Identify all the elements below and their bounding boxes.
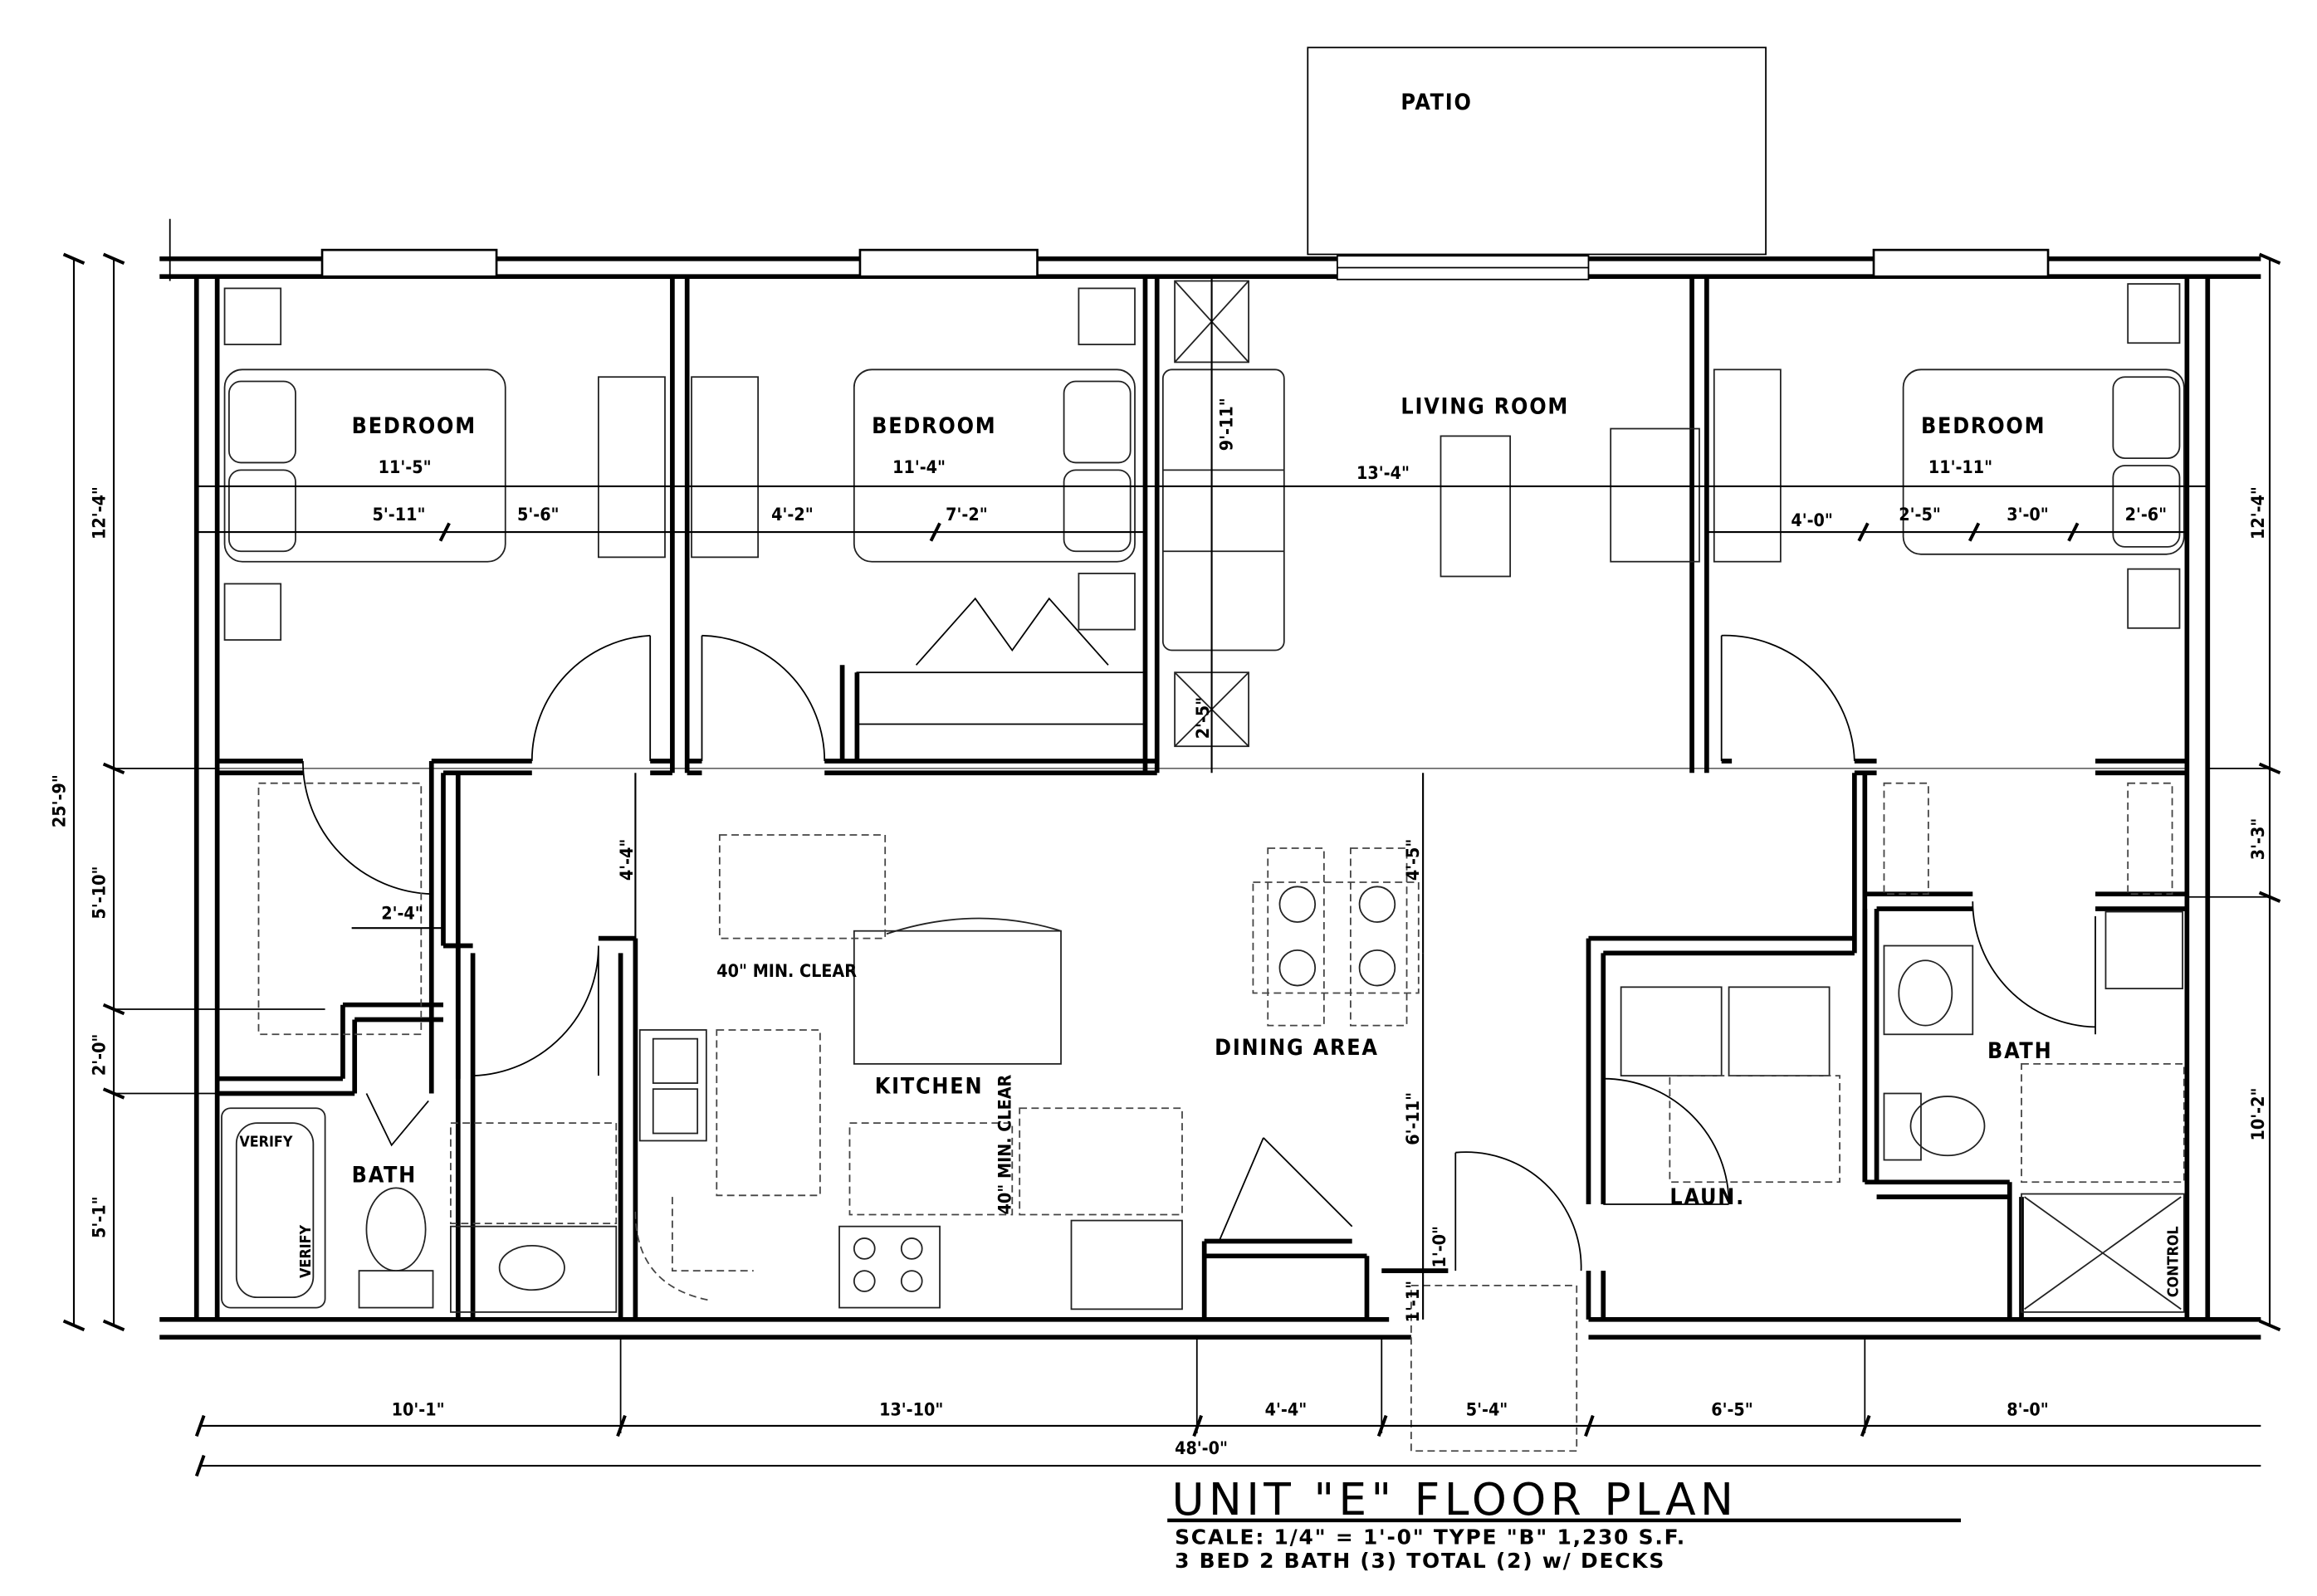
dim-right-1: 12'-4" (2248, 486, 2269, 539)
dim-living-width: 13'-4" (1356, 463, 1410, 484)
dim-entry-a: 1'-0" (1430, 1226, 1450, 1268)
verify-note-1: VERIFY (239, 1134, 293, 1151)
dim-right-2: 3'-3" (2248, 818, 2269, 861)
dim-bedroom-2-a: 4'-2" (771, 505, 814, 525)
dim-dining: 4'-5" (1403, 839, 1424, 881)
dim-bedroom-3-width: 11'-11" (1928, 457, 1992, 478)
plan-subtitle-1: SCALE: 1/4" = 1'-0" TYPE "B" 1,230 S.F. (1175, 1525, 1686, 1549)
dim-overall-width: 48'-0" (1175, 1438, 1228, 1459)
kitchen-label: KITCHEN (875, 1073, 984, 1099)
windows (320, 248, 2050, 281)
patio (1307, 46, 1767, 256)
dim-bottom-6: 8'-0" (2007, 1400, 2049, 1421)
interior-dimension-lines (196, 276, 2208, 1320)
bath-2-label: BATH (1987, 1038, 2052, 1064)
dim-bottom-4: 5'-4" (1466, 1400, 1508, 1421)
dim-bottom-2: 13'-10" (879, 1400, 943, 1421)
dim-left-2: 5'-10" (89, 866, 110, 920)
bottom-dimension-lines (194, 1337, 2261, 1477)
dim-left-1: 12'-4" (89, 486, 110, 539)
doors (302, 597, 2096, 1271)
dim-bottom-1: 10'-1" (392, 1400, 445, 1421)
plan-title: UNIT "E" FLOOR PLAN (1172, 1473, 1738, 1525)
dim-sofa-gap: 2'-5" (1193, 697, 1214, 739)
dim-closet: 2'-4" (381, 903, 423, 924)
interior-walls (217, 276, 2187, 1320)
dim-overall-depth: 25'-9" (49, 774, 70, 827)
dim-entry-b: 1'-1" (1403, 1281, 1424, 1323)
laundry-label: LAUN. (1669, 1184, 1745, 1210)
plan-subtitle-2: 3 BED 2 BATH (3) TOTAL (2) w/ DECKS (1175, 1549, 1665, 1573)
dim-kitchen-depth: 6'-11" (1403, 1092, 1424, 1145)
dim-bedroom-2-b: 7'-2" (946, 505, 988, 525)
bath-1-label: BATH (352, 1162, 417, 1188)
dim-bedroom-3-d: 2'-6" (2125, 505, 2168, 525)
dim-bottom-5: 6'-5" (1711, 1400, 1753, 1421)
dim-bedroom-1-a: 5'-11" (373, 505, 426, 525)
dim-hall: 4'-4" (617, 839, 638, 881)
dim-right-3: 10'-2" (2248, 1088, 2269, 1141)
dim-bedroom-1-b: 5'-6" (517, 505, 560, 525)
control-note: CONTROL (2165, 1226, 2183, 1297)
dim-left-4: 5'-1" (89, 1196, 110, 1238)
bedroom-2-label: BEDROOM (872, 413, 996, 439)
dim-bedroom-3-a: 4'-0" (1791, 510, 1833, 531)
dining-area-label: DINING AREA (1215, 1035, 1379, 1061)
dim-sofa-length: 9'-11" (1216, 398, 1237, 451)
bedroom-3-label: BEDROOM (1921, 413, 2046, 439)
living-room-label: LIVING ROOM (1400, 394, 1569, 420)
dim-bedroom-3-c: 3'-0" (2007, 505, 2049, 525)
dim-bedroom-2-width: 11'-4" (892, 457, 946, 478)
patio-label: PATIO (1400, 90, 1472, 115)
closets (257, 671, 2173, 1036)
dim-bottom-3: 4'-4" (1265, 1400, 1308, 1421)
min-clear-note-1: 40" MIN. CLEAR (716, 961, 857, 982)
dim-bedroom-1-width: 11'-5" (379, 457, 432, 478)
right-dimension-lines (2187, 252, 2281, 1332)
dim-bedroom-3-b: 2'-5" (1899, 505, 1941, 525)
verify-note-2: VERIFY (297, 1224, 315, 1278)
min-clear-note-2: 40" MIN. CLEAR (995, 1074, 1016, 1214)
bedroom-1-label: BEDROOM (352, 413, 477, 439)
left-dimension-lines (62, 252, 325, 1332)
dim-left-3: 2'-0" (89, 1034, 110, 1076)
